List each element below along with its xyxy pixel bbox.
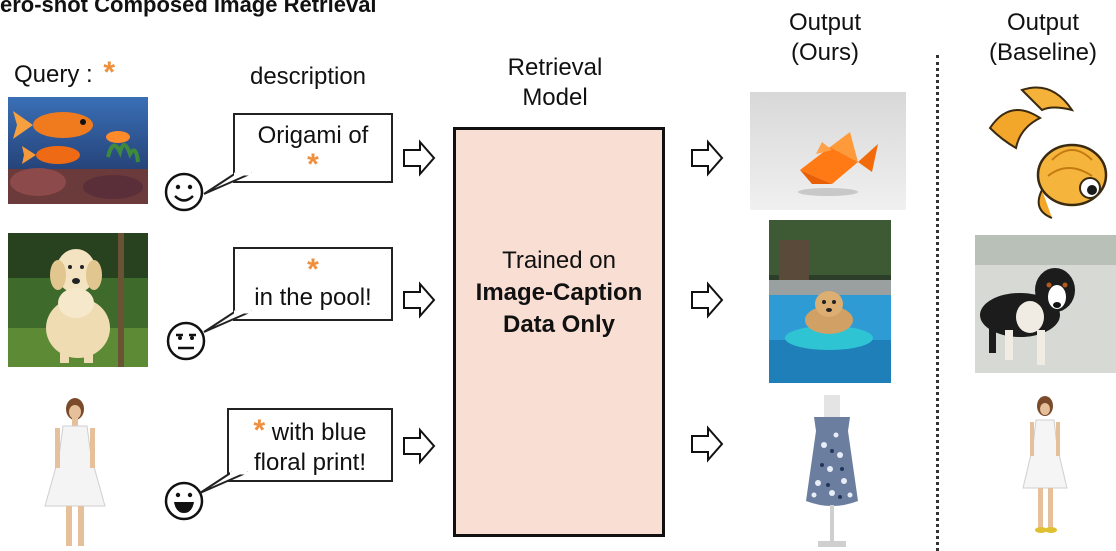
arrow-right-icon — [403, 139, 436, 177]
ours-image-dog-pool — [769, 220, 891, 383]
bubble-3-text-line1: with blue — [265, 419, 367, 446]
baseline-image-dress — [1010, 394, 1080, 536]
model-text-line2: Image-Caption — [475, 279, 643, 306]
description-bubble-1: Origami of * — [233, 113, 393, 183]
ours-image-floral-dress — [784, 395, 880, 551]
query-label: Query : — [14, 61, 93, 88]
baseline-header: Output (Baseline) — [970, 8, 1116, 68]
column-divider — [936, 55, 939, 551]
bubble-3-text-line2: floral print! — [253, 449, 367, 476]
model-header: Retrieval Model — [470, 53, 640, 113]
query-image-goldfish — [8, 97, 148, 204]
ours-header-line2: (Ours) — [791, 39, 859, 66]
bubble-1-star-icon: * — [307, 148, 319, 181]
ours-header-line1: Output — [788, 9, 862, 36]
model-text-line1: Trained on — [502, 247, 616, 274]
baseline-image-cartoon-goldfish — [982, 80, 1116, 220]
ours-image-origami-fish — [750, 92, 906, 210]
figure-title: ero-shot Composed Image Retrieval — [0, 0, 377, 17]
description-bubble-3: * with blue floral print! — [227, 408, 393, 482]
model-header-line2: Model — [522, 84, 588, 111]
arrow-right-icon — [403, 427, 436, 465]
query-image-dress — [30, 396, 120, 551]
model-header-line1: Retrieval — [507, 54, 603, 81]
bubble-3-tail — [199, 471, 250, 494]
bubble-1-tail — [203, 172, 254, 195]
face-smile-icon — [164, 172, 204, 217]
baseline-image-dog — [975, 235, 1116, 373]
ours-header: Output (Ours) — [755, 8, 895, 68]
face-grin-icon — [164, 481, 204, 526]
description-bubble-2: * in the pool! — [233, 247, 393, 321]
face-neutral-icon — [166, 321, 206, 366]
query-star-icon: * — [103, 56, 116, 89]
arrow-right-icon — [691, 425, 724, 463]
arrow-right-icon — [403, 281, 436, 319]
bubble-2-text: in the pool! — [254, 284, 372, 311]
model-text-line3: Data Only — [502, 311, 616, 338]
description-header: description — [249, 63, 367, 90]
bubble-1-text: Origami of — [257, 122, 369, 149]
baseline-header-line2: (Baseline) — [988, 39, 1098, 66]
query-image-dog — [8, 233, 148, 367]
arrow-right-icon — [691, 139, 724, 177]
query-header: Query : * — [14, 58, 144, 90]
baseline-header-line1: Output — [1006, 9, 1080, 36]
bubble-2-star-icon: * — [307, 253, 319, 286]
bubble-2-tail — [203, 310, 254, 333]
arrow-right-icon — [691, 281, 724, 319]
retrieval-model-box: Trained on Image-Caption Data Only — [453, 127, 665, 537]
bubble-3-star-icon: * — [253, 414, 266, 447]
